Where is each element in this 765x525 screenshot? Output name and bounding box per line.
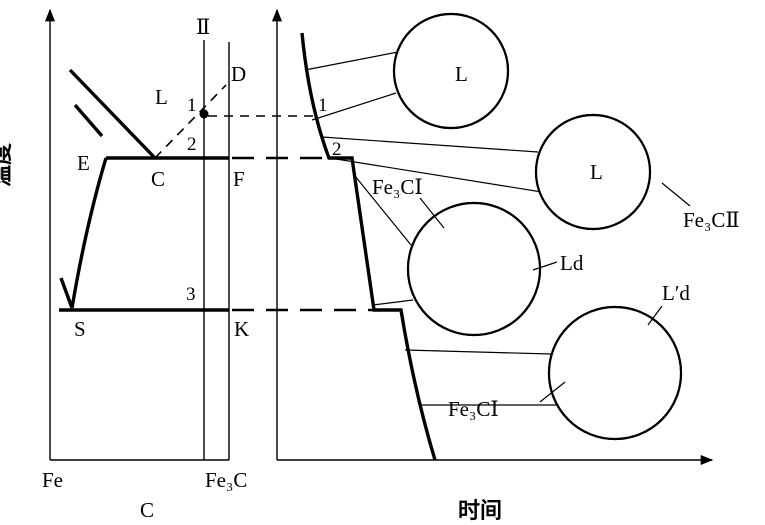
alloy-line-label: Ⅱ <box>196 15 210 39</box>
solvus-gs-line <box>61 278 72 308</box>
fe3c-ii-leader <box>662 183 690 206</box>
leader-stage2-bottom <box>330 158 542 192</box>
fe3c-ii-label: Fe₃CⅡ <box>683 208 740 232</box>
phase-diagram: Ⅱ D L 1 2 E C F 3 S K Fe Fe₃C C 温度 <box>0 10 249 522</box>
point-s-label: S <box>74 317 86 341</box>
solvus-es-line <box>72 158 106 308</box>
ld-prime-label: L′d <box>662 281 690 305</box>
curve-point-2-label: 2 <box>332 139 342 160</box>
leader-liquid-top <box>305 52 398 70</box>
point-3-label: 3 <box>186 284 196 305</box>
leader-stage2-top <box>322 137 538 152</box>
projection-lines <box>208 116 374 310</box>
microstructure-primary-cementite: L Fe₃CⅡ <box>505 84 740 246</box>
curve-point-1-label: 1 <box>318 95 328 116</box>
point-d-label: D <box>231 62 246 86</box>
microstructure-liquid: L <box>394 14 514 128</box>
leader-stage4-top <box>405 350 551 354</box>
fe-axis-label: Fe <box>42 468 63 492</box>
liquid-phase-label: L <box>455 62 468 86</box>
time-axis-label: 时间 <box>458 499 502 524</box>
fe3c-i-label-lower: Fe₃CⅠ <box>448 397 499 421</box>
point-1-label: 1 <box>187 95 197 116</box>
fe3c-axis-label: Fe₃C <box>205 468 247 492</box>
liquid-region-label: L <box>155 85 168 109</box>
point-2-label: 2 <box>187 134 197 155</box>
liquidus-ab-line <box>75 105 102 136</box>
leader-stage3-bottom <box>373 300 413 305</box>
ld-label: Ld <box>560 251 584 275</box>
point-f-label: F <box>233 167 245 191</box>
fe3c-i-label-upper: Fe₃CⅠ <box>372 175 423 199</box>
primary-cementite-liquid-label: L <box>590 160 603 184</box>
carbon-axis-label: C <box>140 498 154 522</box>
point-c-label: C <box>151 167 165 191</box>
temperature-axis-label: 温度 <box>0 142 15 187</box>
point-1-marker <box>200 110 209 119</box>
point-e-label: E <box>77 151 90 175</box>
point-k-label: K <box>234 317 249 341</box>
